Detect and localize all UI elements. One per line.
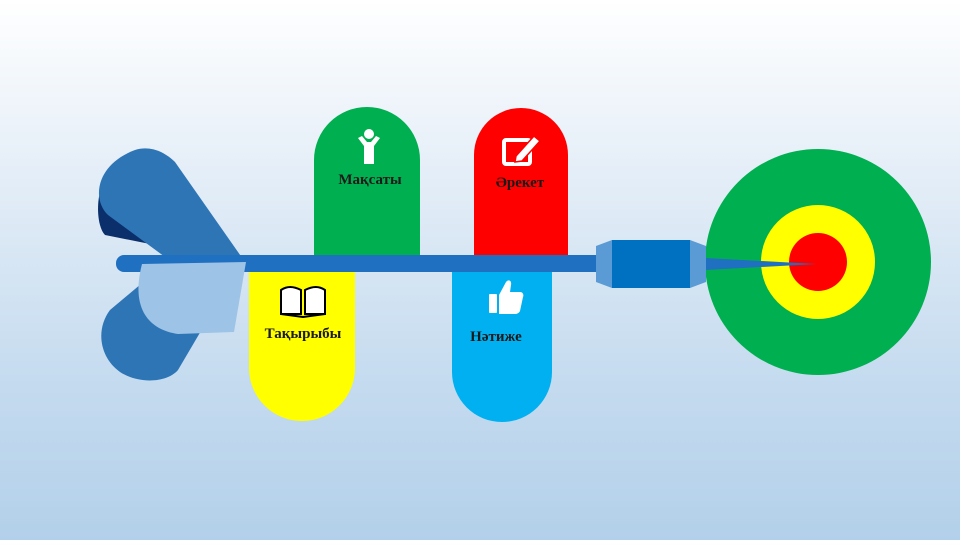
barrel-body (612, 240, 690, 288)
pill-maksaty (314, 107, 420, 258)
book-icon (280, 286, 326, 318)
dart-needle (706, 258, 816, 270)
pill-natizhe (452, 270, 552, 422)
barrel-back-cap (596, 240, 612, 288)
pill-areket (474, 108, 568, 258)
barrel-front-cap (690, 240, 706, 288)
target-bullseye (789, 233, 847, 291)
dart-fin-top (98, 148, 245, 268)
dart-fin-light (138, 262, 246, 334)
dart-barrel (596, 240, 706, 288)
pill-label-natizhe: Нәтиже (470, 329, 522, 345)
target-board (705, 149, 931, 375)
edit-icon (502, 134, 542, 166)
pill-takyryby (249, 270, 355, 421)
pill-label-maksaty: Мақсаты (338, 172, 402, 188)
pill-label-takyryby: Тақырыбы (264, 326, 342, 342)
pill-label-areket: Әрекет (495, 175, 545, 191)
person-icon (358, 129, 380, 164)
thumbs-up-icon (489, 280, 524, 314)
